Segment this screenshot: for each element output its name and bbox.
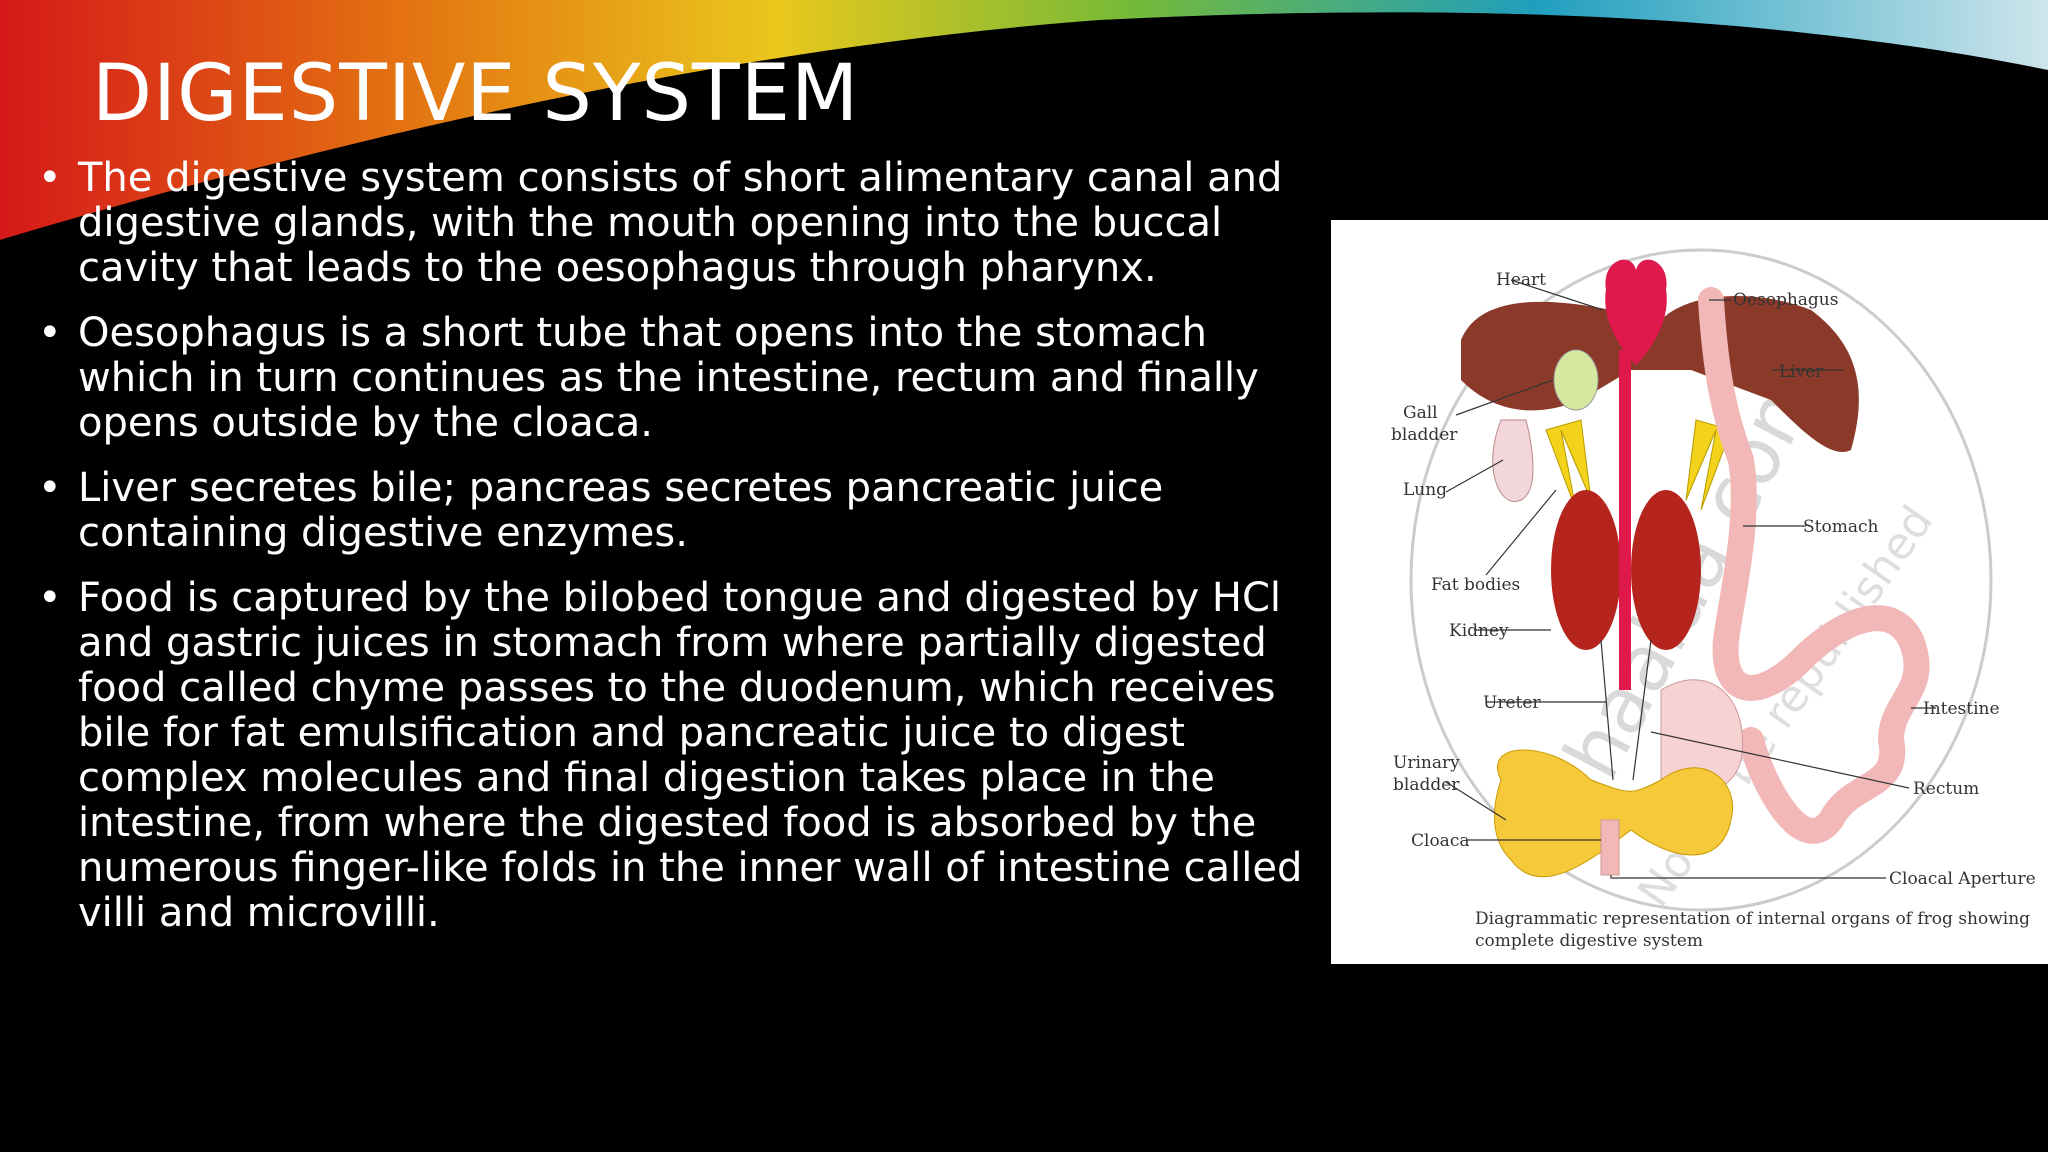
- leader-urinary: [1445, 781, 1507, 821]
- liver-shape: [1461, 296, 1859, 452]
- leader-lung: [1445, 459, 1504, 493]
- rainbow-swoosh-decoration: [0, 0, 2048, 250]
- bullet-text: Oesophagus is a short tube that opens in…: [78, 310, 1259, 446]
- bullet-text: Food is captured by the bilobed tongue a…: [78, 575, 1303, 936]
- bullet-text: Liver secretes bile; pancreas secretes p…: [78, 465, 1164, 556]
- label-liver: Liver: [1779, 362, 1824, 382]
- label-oesophagus: Oesophagus: [1733, 290, 1838, 310]
- label-urinary-1: Urinary: [1393, 753, 1460, 773]
- leader-gall: [1455, 379, 1554, 416]
- figure-caption-line-1: Diagrammatic representation of internal …: [1475, 909, 2030, 929]
- label-lung: Lung: [1403, 480, 1447, 500]
- lung-shape: [1492, 419, 1534, 503]
- label-cloacal-aperture: Cloacal Aperture: [1889, 869, 2036, 889]
- frog-digestive-diagram: shaalaa.com Not to be republished: [1331, 220, 2048, 964]
- cloaca-shape: [1600, 819, 1620, 876]
- label-kidney: Kidney: [1449, 621, 1509, 641]
- label-intestine: Intestine: [1923, 699, 2000, 719]
- bullet-text: The digestive system consists of short a…: [78, 155, 1283, 291]
- label-stomach: Stomach: [1803, 517, 1878, 537]
- leader-cloacal-aperture: [1610, 875, 1886, 879]
- bullet-item: • Food is captured by the bilobed tongue …: [38, 576, 1328, 936]
- label-heart: Heart: [1496, 270, 1546, 290]
- kidney-right-shape: [1631, 490, 1701, 650]
- bullet-item: • The digestive system consists of short …: [38, 156, 1328, 291]
- bullet-item: • Liver secretes bile; pancreas secretes …: [38, 466, 1328, 556]
- label-cloaca: Cloaca: [1411, 831, 1469, 851]
- label-rectum: Rectum: [1913, 779, 1979, 799]
- watermark-ring: [1409, 248, 1993, 912]
- leader-heart: [1510, 279, 1604, 311]
- leader-fat: [1485, 489, 1557, 576]
- ureter-lines: [1600, 639, 1652, 781]
- gall-bladder-shape: [1553, 349, 1599, 411]
- leader-rectum: [1650, 731, 1910, 789]
- bullet-glyph: •: [38, 155, 62, 201]
- bullet-glyph: •: [38, 310, 62, 356]
- fat-bodies-shape-right: [1685, 419, 1732, 511]
- slide-title: DIGESTIVE SYSTEM: [92, 49, 860, 139]
- label-fat-bodies: Fat bodies: [1431, 575, 1520, 595]
- bullet-glyph: •: [38, 465, 62, 511]
- label-gall-2: bladder: [1391, 425, 1458, 445]
- fat-bodies-shape: [1545, 419, 1592, 511]
- label-urinary-2: bladder: [1393, 775, 1460, 795]
- kidney-left-shape: [1551, 490, 1621, 650]
- label-ureter: Ureter: [1483, 693, 1541, 713]
- label-gall-1: Gall: [1403, 403, 1438, 423]
- figure-caption-line-2: complete digestive system: [1475, 931, 1703, 951]
- bullet-glyph: •: [38, 575, 62, 621]
- urinary-bladder-shape: [1493, 749, 1733, 878]
- bullet-item: • Oesophagus is a short tube that opens i…: [38, 311, 1328, 446]
- heart-shape: [1605, 259, 1667, 365]
- diagram-svg: shaalaa.com Not to be republished: [1391, 248, 2036, 951]
- aorta-shape: [1619, 350, 1631, 690]
- bullet-list: • The digestive system consists of short …: [38, 156, 1328, 956]
- gut-tube-shape: [1698, 287, 1930, 844]
